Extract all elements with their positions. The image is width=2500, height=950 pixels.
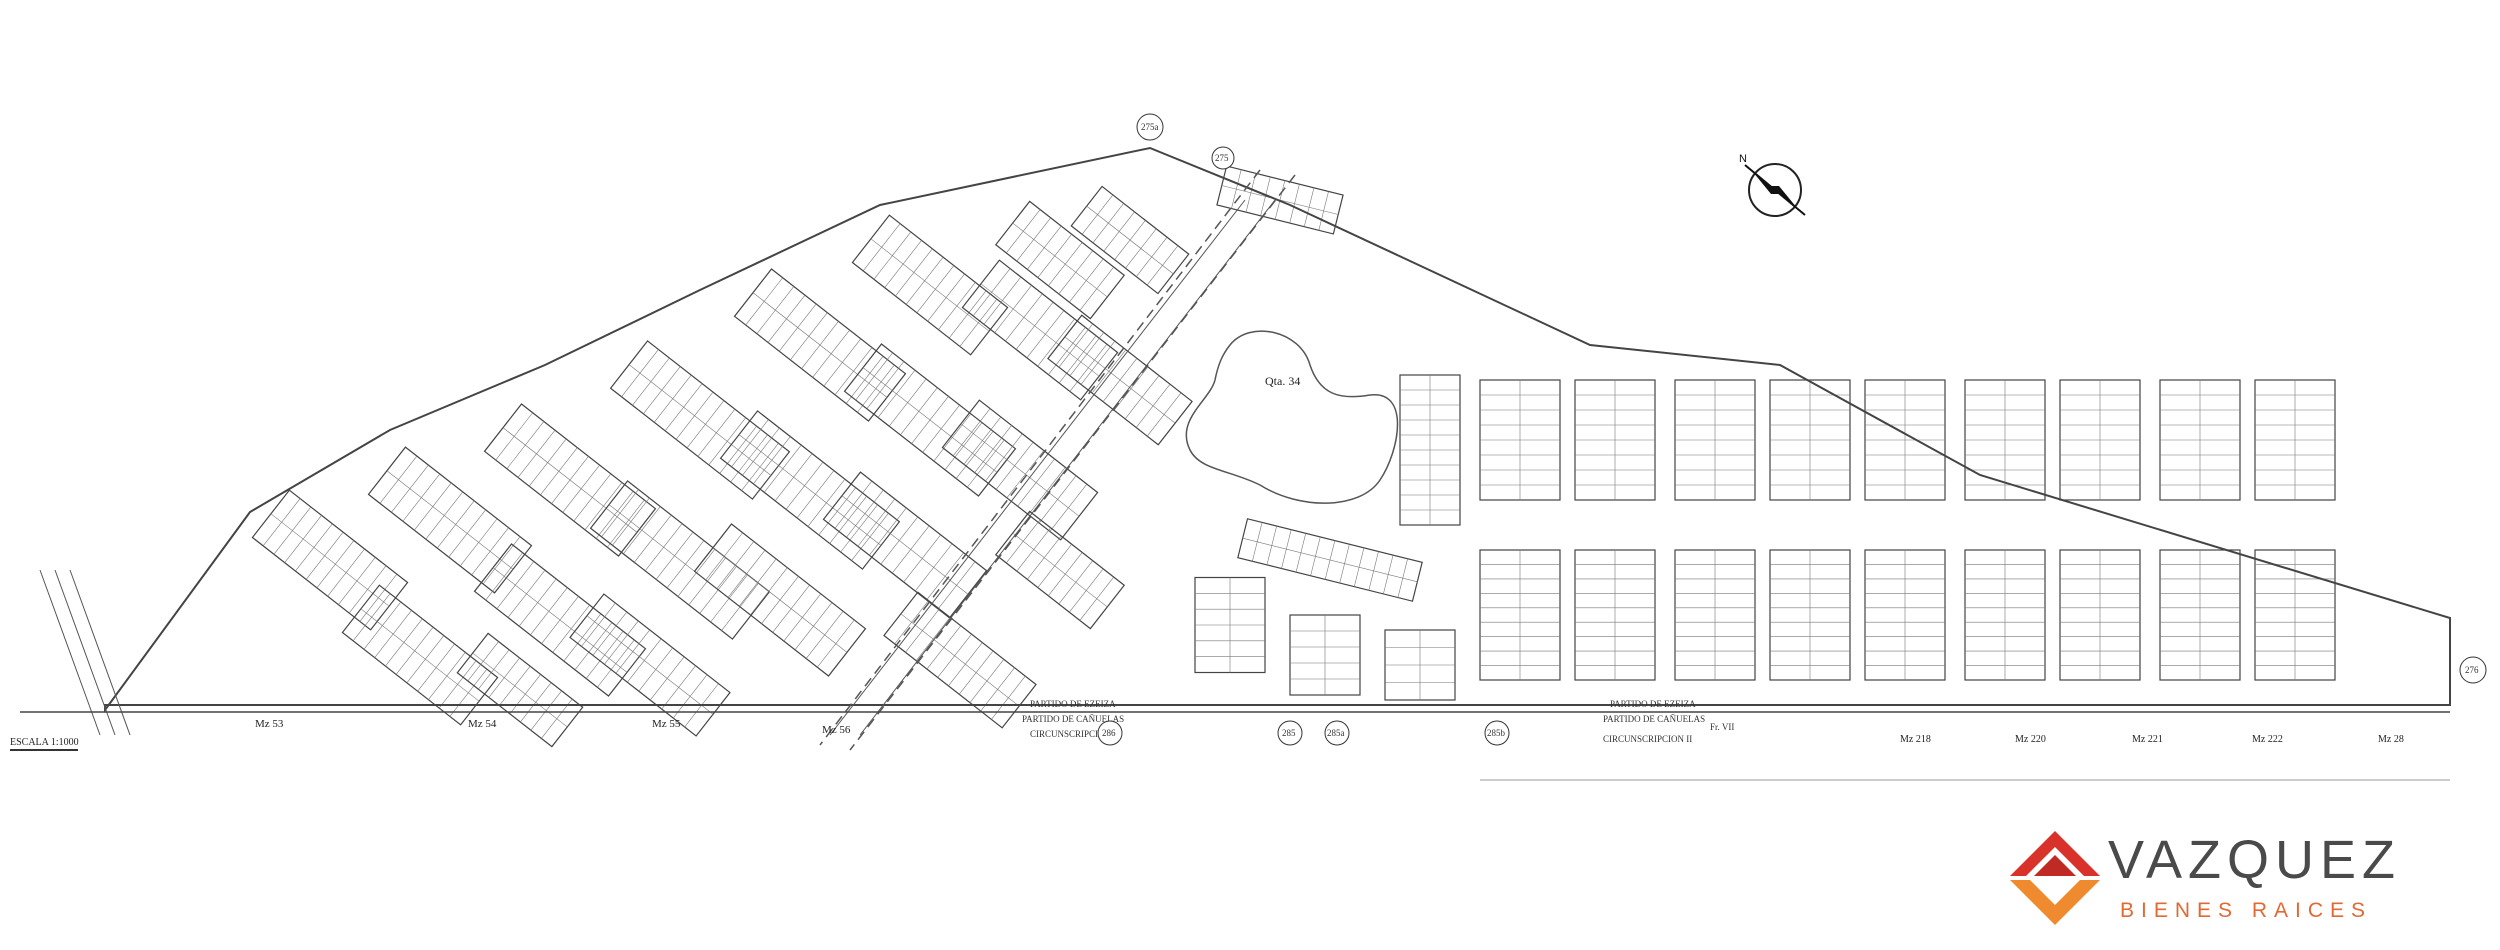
lot-block (589, 480, 771, 640)
block-label-mz220: Mz 220 (2015, 734, 2046, 745)
block-label-mz222: Mz 222 (2252, 734, 2283, 745)
lot-block (1237, 518, 1423, 602)
lot-block (1289, 614, 1361, 696)
lot-block (569, 593, 731, 737)
qta-label: Qta. 34 (1265, 374, 1300, 388)
lot-block (2159, 549, 2241, 681)
brand-name: VAZQUEZ (2108, 830, 2402, 890)
lot-block (1384, 629, 1456, 701)
lot-block (483, 403, 657, 557)
lot-block (851, 214, 1009, 356)
lot-block (2059, 379, 2141, 501)
lot-block (1479, 549, 1561, 681)
lot-block (693, 523, 867, 677)
lot-block (1070, 185, 1190, 295)
lot-block (1769, 379, 1851, 501)
block-label-mz55: Mz 55 (652, 718, 681, 730)
parcel-markers: 275a 275 286 285 285a 285b 276 (1097, 113, 2487, 746)
lot-block (1216, 165, 1344, 235)
lot-block (883, 591, 1037, 729)
marker-275a: 275a (1141, 122, 1159, 132)
lot-block (994, 510, 1126, 630)
block-label-mz56: Mz 56 (822, 724, 851, 736)
marker-285: 285 (1282, 728, 1296, 738)
lot-block (251, 489, 409, 631)
lot-block (1769, 549, 1851, 681)
block-label-mz53: Mz 53 (255, 718, 284, 730)
block-label-mz221: Mz 221 (2132, 734, 2163, 745)
lot-block (2059, 549, 2141, 681)
lot-block (822, 471, 988, 619)
lot-block (1864, 549, 1946, 681)
marker-285b: 285b (1487, 728, 1506, 738)
district-text-3: CIRCUNSCRIPCION II (1030, 729, 1119, 739)
lot-block (1194, 576, 1266, 674)
lot-block (1574, 379, 1656, 501)
lot-block (1674, 379, 1756, 501)
lagoon (1185, 330, 1399, 504)
left-access-road (39, 569, 131, 736)
lot-block (456, 632, 584, 748)
brand-tagline: BIENES RAICES (2120, 899, 2373, 922)
marker-286: 286 (1102, 728, 1116, 738)
block-label-mz218: Mz 218 (1900, 734, 1931, 745)
district-text-2: PARTIDO DE CAÑUELAS (1022, 714, 1124, 724)
lot-block (994, 200, 1126, 320)
property-boundary (104, 146, 2451, 714)
lot-block (1479, 379, 1561, 501)
district-text-2b: PARTIDO DE CAÑUELAS (1603, 714, 1705, 724)
svg-text:N: N (1739, 153, 1747, 165)
lot-block (1047, 314, 1193, 446)
marker-276: 276 (2465, 665, 2479, 675)
lot-block (961, 259, 1119, 401)
lot-block (1864, 379, 1946, 501)
lot-block (719, 410, 901, 570)
block-label-mz54: Mz 54 (468, 718, 497, 730)
lot-block (367, 446, 533, 594)
lot-block (341, 584, 499, 726)
district-text-4: Fr. VII (1710, 722, 1734, 732)
diamond-roof-icon (2010, 831, 2100, 925)
lot-block (941, 399, 1099, 541)
brand-logo[interactable]: VAZQUEZ BIENES RAICES (2000, 825, 2430, 935)
diagonal-highway (819, 169, 1296, 751)
lot-block (1674, 549, 1756, 681)
marker-285a: 285a (1327, 728, 1345, 738)
north-compass-icon: N (1739, 153, 1806, 217)
lot-block (733, 268, 907, 422)
lot-block (1964, 549, 2046, 681)
lot-block (1964, 379, 2046, 501)
lot-block (2254, 549, 2336, 681)
lot-block (473, 543, 647, 697)
marker-275: 275 (1215, 153, 1229, 163)
lot-block (2159, 379, 2241, 501)
block-label-mz28: Mz 28 (2378, 734, 2404, 745)
district-text-1: PARTIDO DE EZEIZA (1030, 699, 1116, 709)
lot-block (1399, 374, 1461, 526)
lot-block (843, 343, 1017, 497)
district-text-1b: PARTIDO DE EZEIZA (1610, 699, 1696, 709)
lot-blocks (251, 165, 2336, 748)
district-text-3b: CIRCUNSCRIPCION II (1603, 734, 1692, 744)
lot-block (2254, 379, 2336, 501)
lot-block (1574, 549, 1656, 681)
scale-label: ESCALA 1:1000 (10, 737, 79, 748)
lot-block (609, 340, 791, 500)
